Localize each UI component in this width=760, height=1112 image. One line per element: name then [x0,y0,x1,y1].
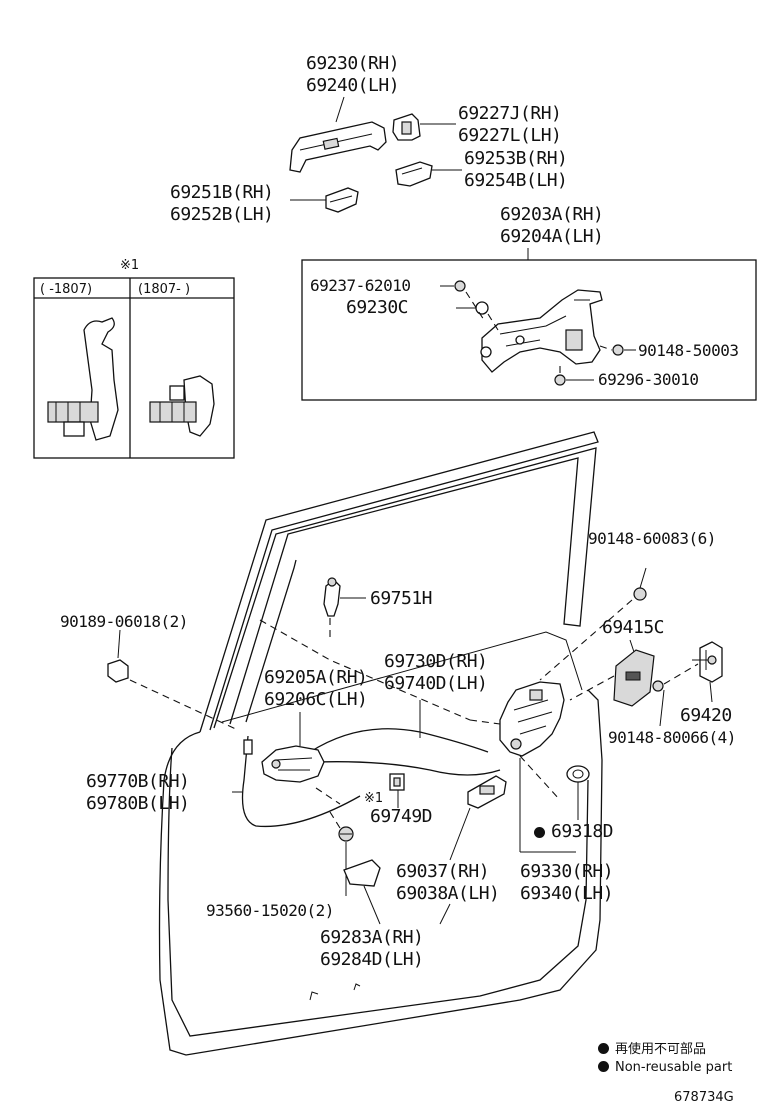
label-control-rh: 69037(RH) [396,861,490,882]
control-drawing [467,775,507,809]
striker-drawing [692,641,723,683]
inset-col1-header: ( -1807) [40,282,93,297]
label-frame-screw: 69237-62010 [310,276,411,295]
handle-cap-drawing [392,113,421,141]
label-inside-handle-rh: 69205A(RH) [264,667,368,688]
front-pad-drawing [395,161,433,187]
cable-drawing [309,728,489,753]
frame-drawing [480,289,603,373]
striker-plate-drawing [613,649,655,707]
label-seal: 69318D [534,821,614,842]
label-cable-rh: 69730D(RH) [384,651,488,672]
label-lock-lh: 69340(LH) [520,883,614,904]
inset-clip-old-drawing [47,317,119,441]
door-outline [158,431,603,1056]
legend-jp: 再使用不可部品 [598,1038,706,1057]
callout-mark: ※1 [364,791,384,806]
inset-mark: ※1 [120,258,140,273]
inset-col2-header: (1807- ) [138,282,191,297]
label-striker-plate: 69415C [602,617,665,638]
label-frame-lh: 69204A(LH) [500,226,604,247]
label-clip: 69749D [370,806,433,827]
label-striker-bolt: 90148-80066(4) [608,728,736,747]
label-front-pad-rh: 69253B(RH) [464,148,568,169]
label-frame-bolt-a: 90148-50003 [638,341,739,360]
label-front-pad-lh: 69254B(LH) [464,170,568,191]
rod-holder-drawing [323,577,341,617]
label-frame-clip: 69230C [346,297,409,318]
legend-jp-text: 再使用不可部品 [615,1042,707,1057]
label-rod-holder: 69751H [370,588,433,609]
label-rear-pad-lh: 69252B(LH) [170,204,274,225]
outside-handle-drawing [289,121,387,173]
label-inside-handle-lh: 69206C(LH) [264,689,368,710]
label-cap-lh: 69227L(LH) [458,125,562,146]
label-nut: 90189-06018(2) [60,612,188,631]
rod-drawing [241,735,361,828]
label-door-bolt: 90148-60083(6) [588,529,716,548]
legend-en-text: Non-reusable part [615,1060,733,1075]
label-frame-rh: 69203A(RH) [500,204,604,225]
inset-clip-new-drawing [149,375,215,437]
non-reusable-dot-icon [534,827,545,838]
label-handle-lh: 69240(LH) [306,75,400,96]
label-control-lh: 69038A(LH) [396,883,500,904]
legend-dot-icon [598,1043,609,1054]
rear-pad-drawing [325,187,359,213]
inside-handle-drawing [261,745,325,783]
cover-drawing [343,859,381,887]
label-cable-lh: 69740D(LH) [384,673,488,694]
figure-id: 678734G [674,1090,734,1105]
label-cover-lh: 69284D(LH) [320,949,424,970]
label-rear-pad-rh: 69251B(RH) [170,182,274,203]
label-frame-bolt-b: 69296-30010 [598,370,699,389]
inset-box [33,277,235,459]
label-cover-rh: 69283A(RH) [320,927,424,948]
label-striker: 69420 [680,705,732,726]
label-seal-text: 69318D [551,821,614,842]
nut-drawing [107,659,129,683]
legend-dot-icon [598,1061,609,1072]
label-screw: 93560-15020(2) [206,901,334,920]
label-handle-rh: 69230(RH) [306,53,400,74]
screw-drawing [338,826,354,842]
label-cap-rh: 69227J(RH) [458,103,562,124]
legend-en: Non-reusable part [598,1060,732,1075]
door-lock-drawing [499,681,565,757]
label-rod-lh: 69780B(LH) [86,793,190,814]
label-lock-rh: 69330(RH) [520,861,614,882]
label-rod-rh: 69770B(RH) [86,771,190,792]
seal-drawing [566,765,590,783]
